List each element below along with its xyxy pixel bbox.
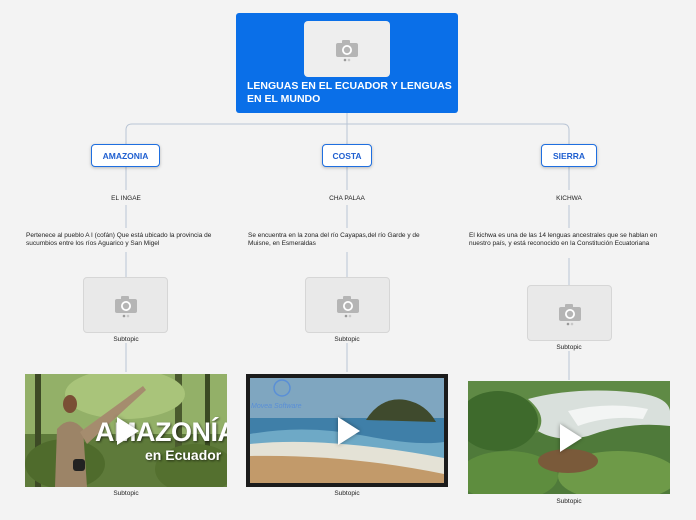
image-caption-sierra: Subtopic: [556, 344, 582, 351]
root-topic[interactable]: LENGUAS EN EL ECUADOR Y LENGUAS EN EL MU…: [236, 13, 458, 113]
camera-icon: [335, 292, 361, 318]
video-caption-costa: Subtopic: [334, 490, 360, 497]
camera-icon: [557, 300, 583, 326]
image-placeholder-sierra[interactable]: [527, 285, 612, 341]
branch-amazonia[interactable]: AMAZONIA: [91, 144, 160, 167]
root-image-placeholder[interactable]: [304, 21, 390, 77]
description-sierra: El kichwa es una de las 14 lenguas ances…: [469, 232, 658, 247]
video-title-amazonia: AMAZONÍA: [95, 417, 227, 447]
play-icon[interactable]: [338, 416, 360, 445]
image-caption-amazonia: Subtopic: [113, 336, 139, 343]
video-watermark-costa: Movea Software: [251, 403, 302, 410]
play-icon[interactable]: [560, 423, 582, 452]
video-sierra[interactable]: [468, 381, 670, 494]
image-placeholder-costa[interactable]: [305, 277, 390, 333]
description-costa: Se encuentra en la zona del río Cayapas,…: [248, 232, 420, 247]
video-caption-amazonia: Subtopic: [113, 490, 139, 497]
video-subtitle-amazonia: en Ecuador: [145, 447, 222, 463]
image-caption-costa: Subtopic: [334, 336, 360, 343]
video-costa[interactable]: Movea Software: [246, 374, 448, 487]
language-sierra: KICHWA: [556, 195, 582, 202]
video-thumbnail-sierra: [468, 381, 670, 494]
branch-sierra[interactable]: SIERRA: [541, 144, 597, 167]
language-costa: CHA PALAA: [329, 195, 365, 202]
video-amazonia[interactable]: AMAZONÍA en Ecuador: [25, 374, 227, 487]
video-caption-sierra: Subtopic: [556, 498, 582, 505]
branch-costa[interactable]: COSTA: [322, 144, 372, 167]
camera-icon: [113, 292, 139, 318]
play-icon[interactable]: [117, 416, 139, 445]
camera-icon: [334, 36, 360, 62]
language-amazonia: EL INGAE: [111, 195, 141, 202]
description-amazonia: Pertenece al pueblo A I (cofán) Que está…: [26, 232, 212, 247]
root-title: LENGUAS EN EL ECUADOR Y LENGUAS EN EL MU…: [247, 80, 452, 105]
image-placeholder-amazonia[interactable]: [83, 277, 168, 333]
